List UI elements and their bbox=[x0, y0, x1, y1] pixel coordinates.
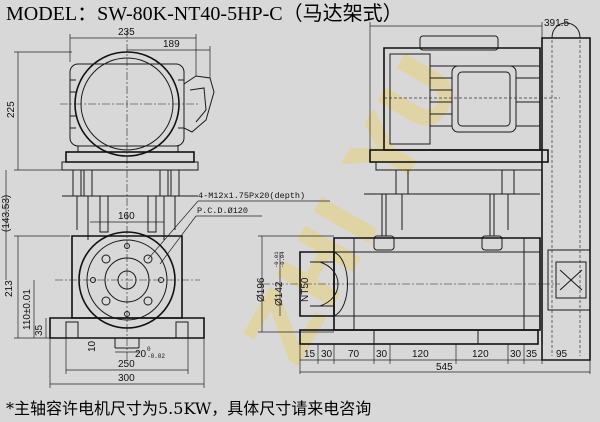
dim-nt50: NT50 bbox=[300, 277, 311, 302]
dim-bottom-30b: 30 bbox=[376, 349, 388, 360]
dim-20-tol-upper: 0 bbox=[147, 346, 151, 353]
dim-20-tol-lower: -0.02 bbox=[147, 353, 165, 360]
dim-143-53: (143.53) bbox=[1, 195, 12, 232]
dim-35: 35 bbox=[34, 324, 45, 336]
dim-bottom-35: 35 bbox=[526, 349, 538, 360]
dim-bottom-95: 95 bbox=[556, 349, 568, 360]
dim-bottom-120a: 120 bbox=[412, 349, 429, 360]
dim-189: 189 bbox=[163, 39, 180, 50]
dim-235: 235 bbox=[118, 27, 135, 38]
dim-110: 110±0.01 bbox=[22, 289, 33, 330]
dim-225: 225 bbox=[6, 101, 17, 118]
dim-545: 545 bbox=[436, 362, 453, 373]
side-rods bbox=[373, 169, 515, 251]
terminal-box bbox=[183, 75, 215, 133]
dim-bottom-70: 70 bbox=[348, 349, 360, 360]
dim-250: 250 bbox=[118, 359, 135, 370]
front-view: 235 189 225 (143.53) 160 213 110±0.01 35… bbox=[1, 27, 330, 388]
dim-160: 160 bbox=[118, 211, 135, 222]
support-bolts bbox=[72, 169, 180, 240]
spindle-nose bbox=[104, 257, 150, 303]
dim-bottom-30a: 30 bbox=[321, 349, 333, 360]
dim-196: Ø196 bbox=[256, 277, 267, 302]
callout-holes: 4-M12x1.75Px20(depth) bbox=[198, 191, 305, 201]
pulley-box bbox=[547, 249, 591, 311]
dim-142-tol-upper: -0.01 bbox=[273, 251, 280, 268]
dim-bottom-30c: 30 bbox=[510, 349, 522, 360]
dim-391-5: 391.5 bbox=[544, 18, 569, 29]
dim-20: 20 bbox=[135, 349, 147, 360]
dim-142-tol-lower: -0.04 bbox=[279, 251, 286, 268]
side-view: Ø196 Ø142 -0.01 -0.04 NT50 391.5 15 30 7… bbox=[256, 18, 591, 374]
motor-front-circle bbox=[74, 51, 180, 157]
bottom-dim-ticks bbox=[299, 344, 591, 374]
dim-10: 10 bbox=[87, 340, 98, 352]
dim-213: 213 bbox=[4, 280, 15, 297]
callout-pcd: P.C.D.Ø120 bbox=[197, 206, 248, 216]
dim-bottom-120b: 120 bbox=[472, 349, 489, 360]
motor-plate bbox=[65, 151, 195, 163]
spindle-base-side bbox=[299, 329, 539, 345]
dim-bottom-15: 15 bbox=[304, 349, 316, 360]
belt-cover bbox=[541, 37, 591, 361]
footnote: *主轴容许电机尺寸为5.5KW，具体尺寸请来电咨询 bbox=[6, 399, 371, 418]
drawing-title: MODEL：SW-80K-NT40-5HP-C（马达架式） bbox=[6, 2, 403, 25]
dim-300: 300 bbox=[118, 373, 135, 384]
pcd-holes bbox=[90, 243, 164, 317]
dim-142: Ø142 bbox=[274, 281, 285, 306]
